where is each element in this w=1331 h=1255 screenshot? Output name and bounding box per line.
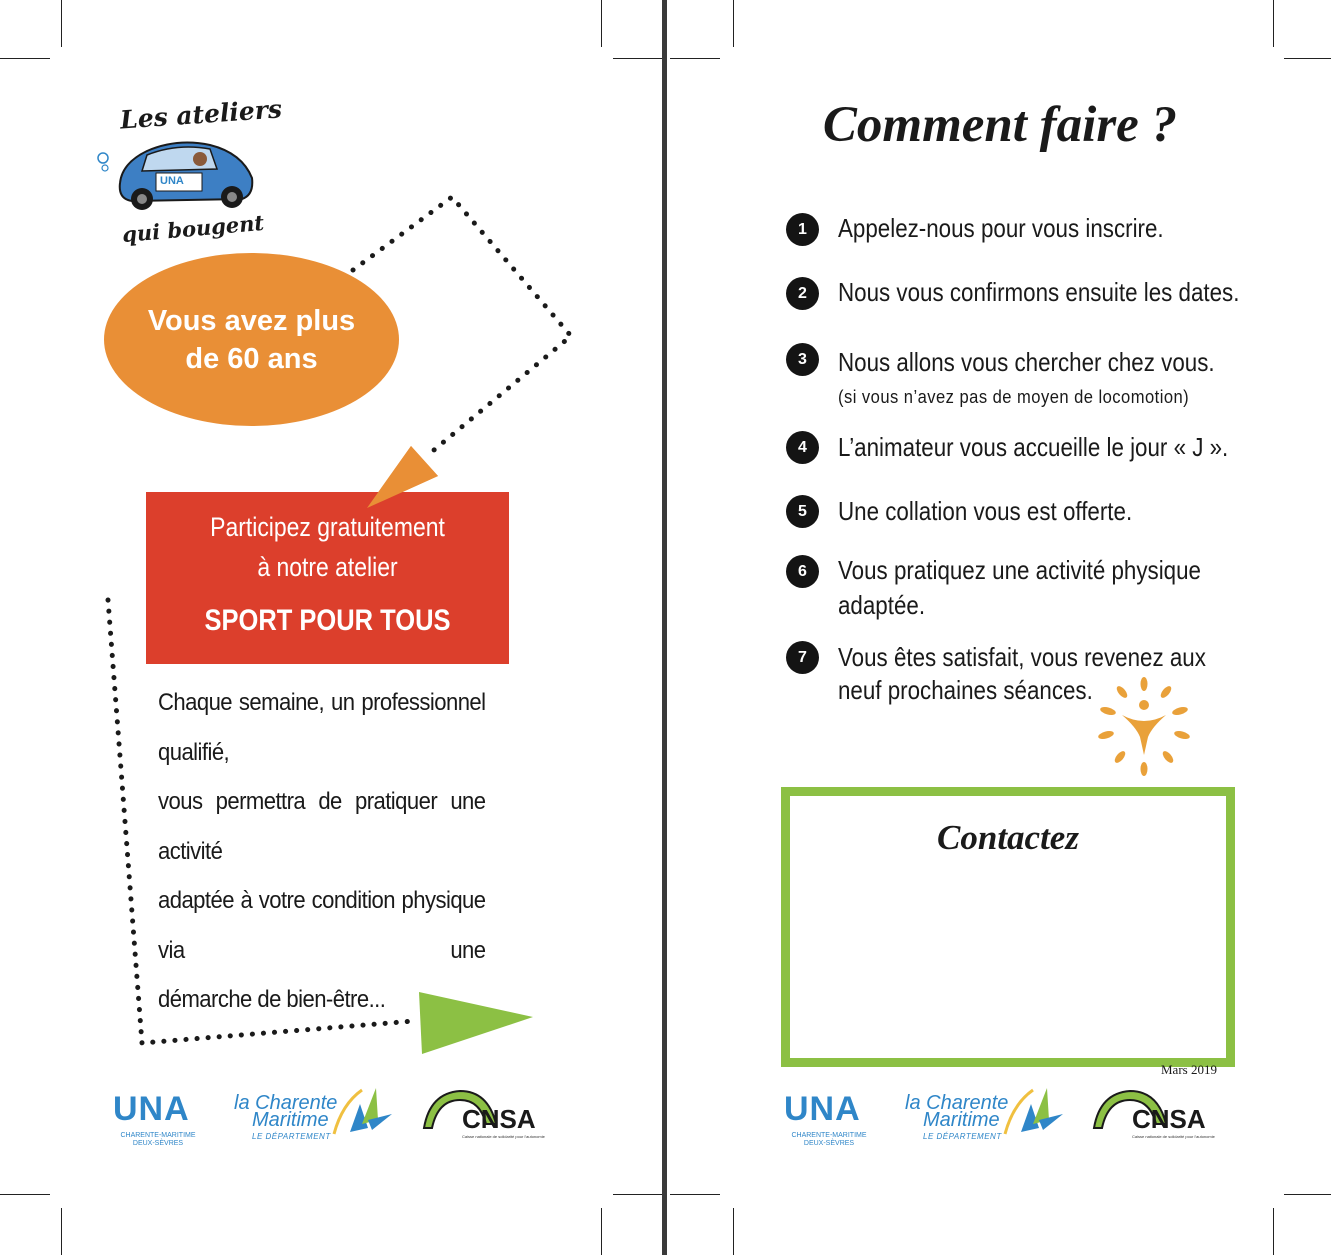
workshop-line-1: Participez gratuitement bbox=[210, 512, 445, 542]
step-number: 1 bbox=[786, 213, 819, 246]
una-logo-sub-2: DEUX-SÈVRES bbox=[803, 1140, 855, 1147]
bird-icon bbox=[332, 1088, 392, 1135]
una-logo-sub-1: CHARENTE-MARITIME bbox=[120, 1132, 196, 1139]
una-logo-sub: CHARENTE-MARITIME DEUX-SÈVRES bbox=[776, 1132, 882, 1148]
crop-mark bbox=[733, 1208, 734, 1255]
contact-title: Contactez bbox=[937, 818, 1079, 857]
cnsa-logo: CNSA Caisse nationale de solidarité pour… bbox=[420, 1088, 565, 1148]
step-note: (si vous n’avez pas de moyen de locomoti… bbox=[838, 387, 1190, 407]
step-number: 7 bbox=[786, 641, 819, 674]
charente-line-3: LE DÉPARTEMENT bbox=[252, 1132, 331, 1141]
charente-logo: la Charente Maritime LE DÉPARTEMENT bbox=[905, 1088, 1075, 1154]
step-number: 3 bbox=[786, 343, 819, 376]
car-icon bbox=[97, 141, 254, 210]
age-ellipse: Vous avez plus de 60 ans bbox=[104, 253, 399, 426]
crop-mark bbox=[1273, 0, 1274, 47]
una-logo: UNA CHARENTE-MARITIME DEUX-SÈVRES bbox=[113, 1088, 203, 1148]
step-text: Vous pratiquez une activité physique bbox=[838, 555, 1201, 585]
una-logo-sub: CHARENTE-MARITIME DEUX-SÈVRES bbox=[105, 1132, 211, 1148]
cnsa-logo-sub: Caisse nationale de solidarité pour l'au… bbox=[462, 1134, 545, 1139]
crop-mark bbox=[61, 0, 62, 47]
description-line: adaptée à votre condition physique via u… bbox=[158, 887, 486, 964]
crop-mark bbox=[61, 1208, 62, 1255]
step-text: Nous allons vous chercher chez vous. bbox=[838, 347, 1215, 377]
cnsa-logo-word: CNSA bbox=[462, 1104, 536, 1134]
ellipse-line-1: Vous avez plus bbox=[147, 304, 356, 337]
crop-mark bbox=[733, 0, 734, 47]
step-number: 2 bbox=[786, 277, 819, 310]
crop-mark bbox=[601, 1208, 602, 1255]
step-text: L’animateur vous accueille le jour « J »… bbox=[838, 432, 1229, 462]
charente-line-3: LE DÉPARTEMENT bbox=[923, 1132, 1002, 1141]
charente-line-2: Maritime bbox=[923, 1109, 1000, 1131]
step-number: 5 bbox=[786, 495, 819, 528]
crop-mark bbox=[1284, 58, 1331, 59]
crop-mark bbox=[601, 0, 602, 47]
workshop-line-2: à notre atelier bbox=[257, 552, 398, 582]
una-logo-word: UNA bbox=[784, 1090, 861, 1128]
step-text: Vous êtes satisfait, vous revenez aux bbox=[838, 642, 1206, 672]
una-logo-sub-2: DEUX-SÈVRES bbox=[132, 1140, 184, 1147]
step-number: 4 bbox=[786, 431, 819, 464]
bird-icon bbox=[1003, 1088, 1063, 1135]
step-number: 6 bbox=[786, 555, 819, 588]
charente-line-1: la Charente bbox=[234, 1092, 338, 1114]
cnsa-logo: CNSA Caisse nationale de solidarité pour… bbox=[1090, 1088, 1235, 1148]
una-logo: UNA CHARENTE-MARITIME DEUX-SÈVRES bbox=[784, 1088, 874, 1148]
ellipse-line-2: de 60 ans bbox=[185, 342, 318, 375]
fold-line bbox=[662, 0, 667, 1255]
car-badge-text: UNA bbox=[160, 175, 184, 187]
step-text-cont: adaptée. bbox=[838, 590, 926, 620]
edition-date: Mars 2019 bbox=[1161, 1062, 1217, 1077]
una-logo-word: UNA bbox=[113, 1090, 190, 1128]
crop-mark bbox=[613, 58, 663, 59]
description-paragraph: Chaque semaine, un professionnel qualifi… bbox=[158, 678, 486, 1025]
step-text: Nous vous confirmons ensuite les dates. bbox=[838, 277, 1240, 307]
contact-box: Contactez bbox=[781, 787, 1235, 1067]
step-text-cont: neuf prochaines séances. bbox=[838, 675, 1093, 705]
step-text: Une collation vous est offerte. bbox=[838, 496, 1133, 526]
orange-arrow-icon bbox=[367, 446, 438, 508]
cnsa-logo-word: CNSA bbox=[1132, 1104, 1206, 1134]
charente-line-1: la Charente bbox=[905, 1092, 1009, 1114]
description-line: vous permettra de pratiquer une activité bbox=[158, 788, 486, 865]
arch-icon bbox=[1092, 1089, 1168, 1129]
crop-mark bbox=[0, 1194, 50, 1195]
arch-icon bbox=[422, 1089, 498, 1129]
crop-mark bbox=[613, 1194, 663, 1195]
charente-line-2: Maritime bbox=[252, 1109, 329, 1131]
workshop-box: Participez gratuitement à notre atelier … bbox=[146, 492, 509, 664]
page-title: Comment faire ? bbox=[822, 97, 1178, 153]
sun-figure-icon bbox=[1098, 677, 1190, 776]
workshop-title: SPORT POUR TOUS bbox=[204, 604, 451, 637]
crop-mark bbox=[1273, 1208, 1274, 1255]
crop-mark bbox=[670, 1194, 720, 1195]
crop-mark bbox=[1284, 1194, 1331, 1195]
crop-mark bbox=[0, 58, 50, 59]
una-logo-sub-1: CHARENTE-MARITIME bbox=[791, 1132, 867, 1139]
description-line: Chaque semaine, un professionnel qualifi… bbox=[158, 689, 486, 766]
step-text: Appelez-nous pour vous inscrire. bbox=[838, 213, 1164, 243]
cnsa-logo-sub: Caisse nationale de solidarité pour l'au… bbox=[1132, 1134, 1215, 1139]
charente-logo: la Charente Maritime LE DÉPARTEMENT bbox=[234, 1088, 404, 1154]
crop-mark bbox=[670, 58, 720, 59]
description-line: démarche de bien-être... bbox=[158, 986, 386, 1013]
